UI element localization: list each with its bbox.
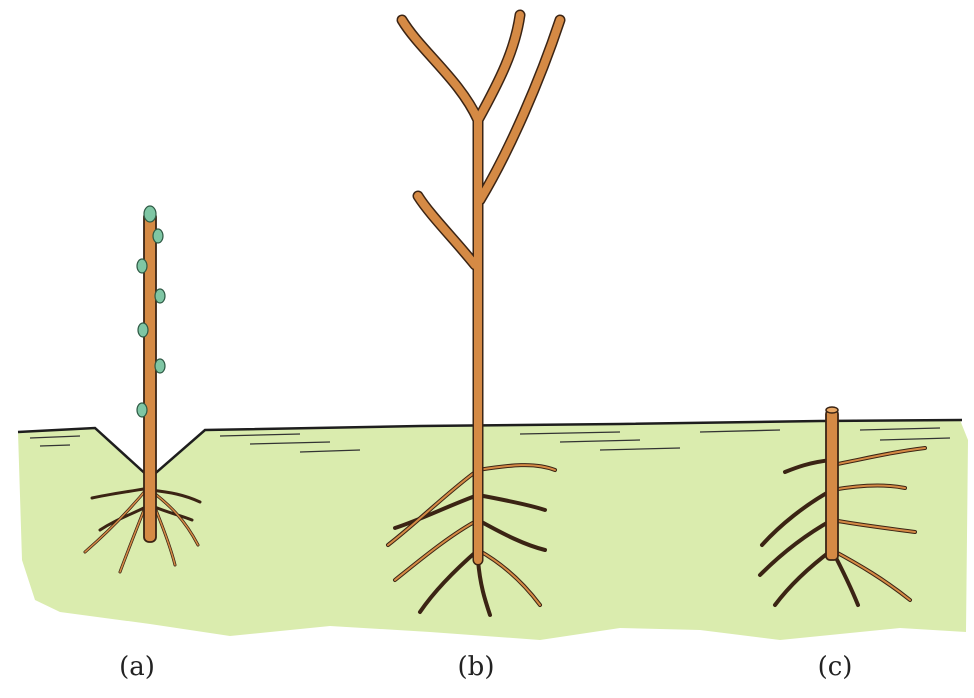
plant-c-cut-top bbox=[826, 407, 838, 413]
caption-b: (b) bbox=[446, 652, 506, 682]
plant-c-stem bbox=[826, 410, 838, 560]
caption-c: (c) bbox=[805, 652, 865, 682]
caption-a: (a) bbox=[107, 652, 167, 682]
